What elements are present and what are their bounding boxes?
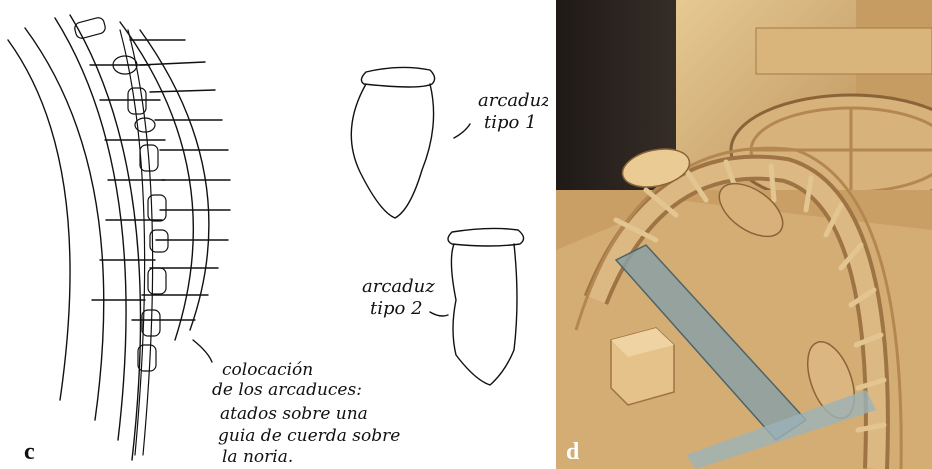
vessel-1-label-line2: tipo 1 [484, 114, 537, 132]
vessel-2-rim [448, 228, 524, 246]
wheel-paddles [90, 40, 230, 320]
panel-letter-d: d [566, 440, 579, 464]
placement-note-line1: colocación [222, 362, 313, 379]
placement-note-line2: de los arcaduces: [212, 382, 362, 399]
sketch-panel-c: arcaduz tipo 1 arcaduz tipo 2 colocación… [0, 0, 548, 469]
vessel-2-pointer [430, 312, 448, 316]
vessel-1-body [351, 84, 433, 218]
vessel-1-label-line1: arcaduz [478, 92, 548, 110]
panel-letter-c: c [24, 440, 35, 464]
vessel-2-label-line2: tipo 2 [370, 300, 423, 318]
vessel-2-label-line1: arcaduz [362, 278, 435, 296]
top-beam [756, 28, 932, 74]
note-pointer [193, 340, 212, 362]
wheel-inner-rim [8, 40, 70, 400]
wooden-model-photo [556, 0, 932, 469]
vessel-2-body [451, 244, 517, 385]
placement-note-line4: guia de cuerda sobre [218, 428, 400, 445]
attached-pots [73, 16, 168, 371]
placement-note-line5: la noria. [222, 449, 293, 466]
wooden-block [611, 328, 674, 405]
photo-panel-d: d [556, 0, 932, 469]
placement-note-line3: atados sobre una [220, 406, 368, 423]
vessel-1-rim [361, 67, 434, 87]
wheel-outer-rim [120, 22, 193, 340]
vessel-1-pointer [454, 124, 470, 138]
